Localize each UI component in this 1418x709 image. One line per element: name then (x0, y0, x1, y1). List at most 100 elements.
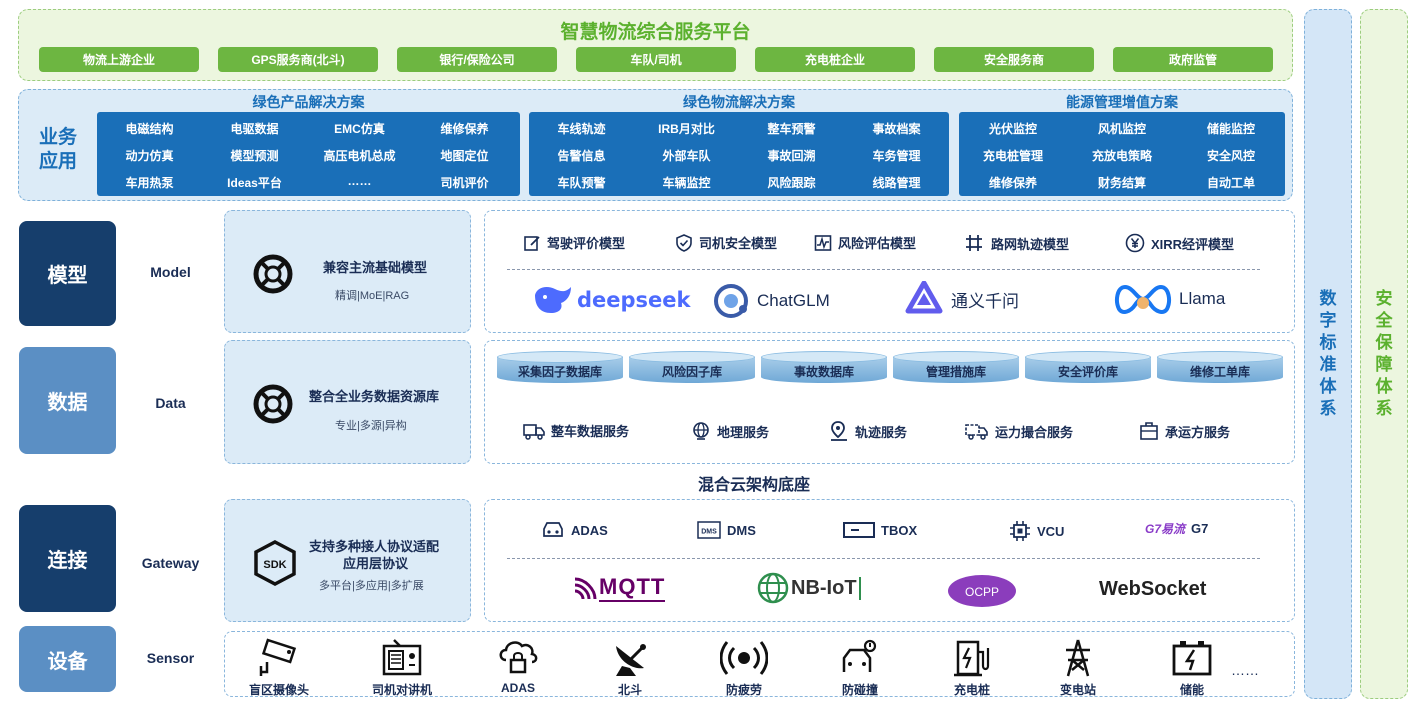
biz-cell[interactable]: 告警信息 (557, 149, 606, 163)
sensor-beidou[interactable]: 北斗 (585, 638, 675, 698)
model-tool-road-network[interactable]: 路网轨迹模型 (963, 233, 1069, 253)
platform-item-gps[interactable]: GPS服务商(北斗) (218, 47, 378, 72)
model-tool-driver-safety[interactable]: 司机安全模型 (675, 233, 777, 252)
database-cylinder[interactable]: 管理措施库 (893, 351, 1019, 385)
biz-cell[interactable]: 车务管理 (872, 149, 921, 163)
biz-cell[interactable]: …… (347, 174, 372, 188)
strip-standard-text: 数字标准体系 (1319, 289, 1337, 418)
platform-item-safety[interactable]: 安全服务商 (934, 47, 1094, 72)
model-base-box: 兼容主流基础模型 精调|MoE|RAG (224, 210, 471, 333)
sensor-intercom[interactable]: 司机对讲机 (357, 638, 447, 698)
platform-item-upstream[interactable]: 物流上游企业 (39, 47, 199, 72)
database-cylinder[interactable]: 采集因子数据库 (497, 351, 623, 385)
database-label: 事故数据库 (793, 365, 854, 379)
sensor-charging-pile[interactable]: 充电桩 (927, 638, 1017, 698)
biz-cell[interactable]: 高压电机总成 (323, 149, 396, 163)
logo-text: MQTT (599, 574, 666, 602)
model-tool-driving[interactable]: 驾驶评价模型 (523, 233, 625, 252)
dms-badge: DMS (701, 529, 717, 536)
model-tool-risk[interactable]: 风险评估模型 (814, 233, 916, 252)
layer-model-label: 模型 (19, 221, 116, 326)
broadcast-signal-icon (720, 641, 768, 675)
platform-item-bank[interactable]: 银行/保险公司 (397, 47, 557, 72)
biz-cell[interactable]: 光伏监控 (988, 122, 1037, 136)
database-cylinder[interactable]: 安全评价库 (1025, 351, 1151, 385)
biz-cell[interactable]: 储能监控 (1206, 122, 1255, 136)
biz-cell[interactable]: 车用热泵 (125, 176, 174, 190)
sensor-label: 变电站 (1059, 683, 1096, 697)
sensor-anti-collision[interactable]: 防碰撞 (815, 638, 905, 698)
biz-cell[interactable]: 事故回溯 (767, 149, 816, 163)
database-cylinder[interactable]: 事故数据库 (761, 351, 887, 385)
sensor-blind-camera[interactable]: 盲区摄像头 (234, 638, 324, 698)
biz-cell[interactable]: 车队预警 (557, 176, 606, 190)
biz-cell[interactable]: 事故档案 (872, 122, 921, 136)
data-service-label: 整车数据服务 (551, 424, 630, 439)
data-service-geo[interactable]: 地理服务 (691, 421, 769, 441)
platform-item-fleet[interactable]: 车队/司机 (576, 47, 736, 72)
yen-coin-icon (1125, 233, 1145, 253)
biz-cell[interactable]: 模型预测 (230, 149, 279, 163)
model-tool-label: 驾驶评价模型 (547, 236, 626, 251)
panel-title-green-logistics: 绿色物流解决方案 (683, 94, 795, 110)
biz-cell[interactable]: 充放电策略 (1091, 149, 1152, 163)
biz-cell[interactable]: 自动工单 (1206, 176, 1255, 190)
device-dms[interactable]: DMS DMS (697, 520, 756, 540)
biz-cell[interactable]: 财务结算 (1097, 176, 1146, 190)
panel-title-energy: 能源管理增值方案 (1066, 94, 1178, 110)
biz-cell[interactable]: IRB月对比 (658, 122, 715, 136)
database-label: 采集因子数据库 (517, 365, 602, 379)
device-adas[interactable]: ADAS (541, 520, 608, 540)
chatglm-logo: ChatGLM (713, 283, 830, 319)
device-tbox[interactable]: TBOX (843, 520, 917, 540)
database-cylinder[interactable]: 风险因子库 (629, 351, 755, 385)
biz-cell[interactable]: EMC仿真 (334, 122, 385, 136)
device-label: G7 (1191, 521, 1209, 536)
biz-cell[interactable]: 维修保养 (988, 176, 1037, 190)
biz-cell[interactable]: 维修保养 (440, 122, 489, 136)
data-service-carrier[interactable]: 承运方服务 (1139, 421, 1230, 441)
model-tool-xirr[interactable]: XIRR经评模型 (1125, 233, 1234, 253)
biz-cell[interactable]: 风险跟踪 (767, 176, 816, 190)
meta-llama-icon (1115, 284, 1171, 314)
biz-cell[interactable]: 充电桩管理 (982, 149, 1043, 163)
biz-cell[interactable]: 整车预警 (767, 122, 816, 136)
data-service-track[interactable]: 轨迹服务 (829, 421, 907, 441)
biz-cell[interactable]: 司机评价 (440, 176, 489, 190)
sensor-energy-storage[interactable]: 储能 (1147, 638, 1237, 698)
layer-data-label: 数据 (19, 347, 116, 454)
satellite-dish-icon (616, 644, 646, 676)
biz-cell[interactable]: 车线轨迹 (557, 122, 606, 136)
sensor-anti-fatigue[interactable]: 防疲劳 (699, 638, 789, 698)
platform-item-charging[interactable]: 充电桩企业 (755, 47, 915, 72)
device-label: VCU (1037, 523, 1065, 539)
device-vcu[interactable]: VCU (1009, 520, 1064, 542)
edit-icon (524, 235, 540, 251)
gateway-title-1: 支持多种接人协议适配 (309, 539, 440, 554)
database-cylinder[interactable]: 维修工单库 (1157, 351, 1283, 385)
lifebuoy-icon (253, 384, 293, 424)
business-applications: 业务应用 绿色产品解决方案 电磁结构 电驱数据 EMC仿真 维修保养 动力仿真 … (18, 89, 1293, 201)
biz-cell[interactable]: 风机监控 (1097, 122, 1146, 136)
data-service-vehicle[interactable]: 整车数据服务 (523, 421, 629, 440)
platform-item-government[interactable]: 政府监管 (1113, 47, 1273, 72)
gateway-separator (507, 558, 1260, 559)
biz-cell[interactable]: 电驱数据 (230, 122, 279, 136)
biz-cell[interactable]: Ideas平台 (227, 176, 282, 190)
sensor-label: 防疲劳 (725, 683, 762, 697)
biz-cell[interactable]: 动力仿真 (125, 149, 174, 163)
gateway-title-2: 应用层协议 (343, 556, 409, 571)
data-service-capacity[interactable]: 运力撮合服务 (965, 421, 1073, 441)
biz-cell[interactable]: 电磁结构 (125, 122, 174, 136)
lifebuoy-icon (253, 254, 293, 294)
biz-cell[interactable]: 车辆监控 (662, 176, 711, 190)
sensor-adas[interactable]: ADAS (473, 638, 563, 695)
device-g7[interactable]: G7易流 G7 (1145, 520, 1208, 537)
biz-cell[interactable]: 线路管理 (872, 176, 921, 190)
biz-cell[interactable]: 外部车队 (662, 149, 711, 163)
sensor-substation[interactable]: 变电站 (1033, 638, 1123, 698)
biz-cell[interactable]: 安全风控 (1206, 149, 1255, 163)
biz-cell[interactable]: 地图定位 (440, 149, 489, 163)
charging-station-icon (954, 640, 990, 677)
gateway-detail-box: ADAS DMS DMS TBOX VCU G7易流 G7 MQTT NB-Io… (484, 499, 1295, 622)
